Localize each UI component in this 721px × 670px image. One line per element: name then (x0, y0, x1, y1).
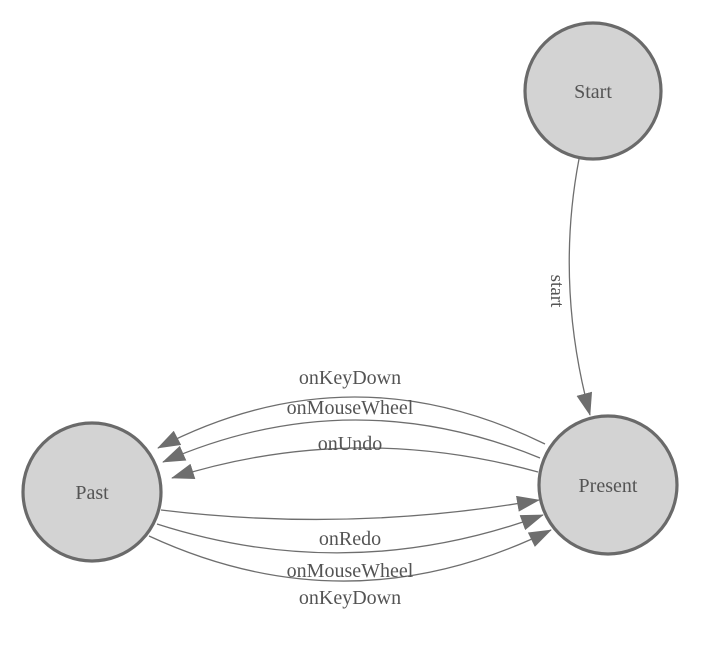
node-start (523, 21, 663, 161)
edge-label-onkeydown-top: onKeyDown (299, 367, 401, 389)
node-start-label: Start (574, 81, 612, 103)
edge-present-to-past-onundo (171, 447, 539, 480)
edge-label-onundo: onUndo (318, 433, 382, 455)
node-past-label: Past (75, 482, 109, 504)
node-past (21, 421, 163, 563)
edge-start-to-present (568, 158, 593, 416)
node-present-label: Present (579, 475, 638, 497)
edge-past-to-present-onmousewheel (156, 514, 544, 554)
edge-past-to-present-onkeydown (148, 529, 552, 582)
edge-label-start: start (546, 275, 567, 308)
edge-label-onkeydown-bottom: onKeyDown (299, 587, 401, 609)
edge-label-onmousewheel-top: onMouseWheel (287, 397, 414, 419)
edge-label-onmousewheel-bottom: onMouseWheel (287, 560, 414, 582)
edge-present-to-past-onkeydown (157, 396, 546, 449)
edge-label-onredo: onRedo (319, 528, 381, 550)
edge-present-to-past-onmousewheel (162, 419, 541, 463)
node-present (537, 414, 679, 556)
edge-past-to-present-onredo (160, 495, 540, 521)
